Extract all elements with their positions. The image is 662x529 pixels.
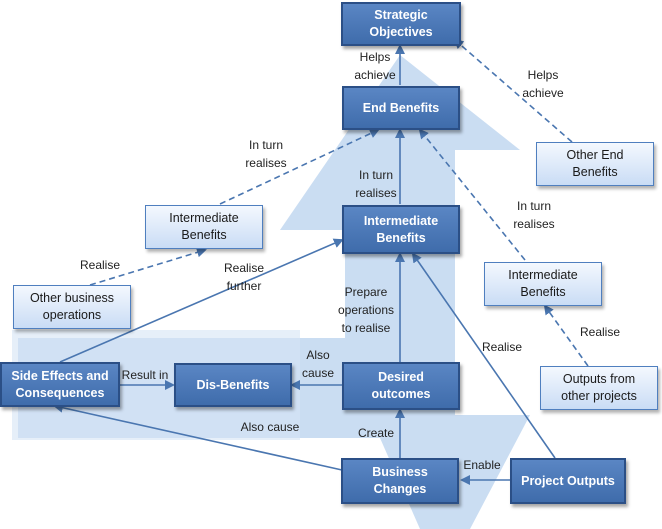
end-benefits-box: End Benefits xyxy=(342,86,460,130)
outputs-other-projects-box: Outputs from other projects xyxy=(540,366,658,410)
intermediate-benefits-left-box: Intermediate Benefits xyxy=(145,205,263,249)
label-also-cause-lower: Also cause xyxy=(240,420,300,434)
label-in-turn-realises-left: In turn realises xyxy=(245,138,287,170)
label-realise-center: Realise xyxy=(481,340,523,354)
arrow-project-outputs-to-intermediate xyxy=(411,252,556,459)
label-realise-further: Realise further xyxy=(223,261,265,293)
other-end-benefits-box: Other End Benefits xyxy=(536,142,654,186)
dashed-other-ops-to-left-intermediate xyxy=(89,247,207,286)
label-result-in: Result in xyxy=(121,368,169,382)
side-effects-box: Side Effects and Consequences xyxy=(0,362,120,407)
business-changes-box: Business Changes xyxy=(341,458,459,504)
other-business-operations-box: Other business operations xyxy=(13,285,131,329)
label-realise-left: Realise xyxy=(79,258,121,272)
label-create: Create xyxy=(357,426,395,440)
project-outputs-box: Project Outputs xyxy=(510,458,626,504)
desired-outcomes-box: Desired outcomes xyxy=(342,362,460,410)
label-in-turn-realises-center: In turn realises xyxy=(355,168,397,200)
dashed-right-intermediate-to-end xyxy=(418,128,526,261)
strategic-objectives-box: Strategic Objectives xyxy=(341,2,461,46)
arrow-changes-to-side-effects xyxy=(53,402,343,471)
label-realise-right: Realise xyxy=(579,325,621,339)
label-in-turn-realises-right: In turn realises xyxy=(513,199,555,231)
dashed-outputs-to-right-intermediate xyxy=(543,304,589,367)
intermediate-benefits-center-box: Intermediate Benefits xyxy=(342,205,460,254)
label-enable: Enable xyxy=(463,458,501,472)
label-also-cause-upper: Also cause xyxy=(301,348,335,380)
arrow-side-effects-to-intermediate xyxy=(59,238,344,363)
label-prepare-operations: Prepare operations to realise xyxy=(337,285,395,335)
dashed-other-end-to-strategic xyxy=(453,38,573,143)
intermediate-benefits-right-box: Intermediate Benefits xyxy=(484,262,602,306)
label-helps-achieve-center: Helps achieve xyxy=(354,50,396,82)
dis-benefits-box: Dis-Benefits xyxy=(174,363,292,407)
label-helps-achieve-right: Helps achieve xyxy=(522,68,564,100)
dashed-left-intermediate-to-end xyxy=(219,128,380,205)
